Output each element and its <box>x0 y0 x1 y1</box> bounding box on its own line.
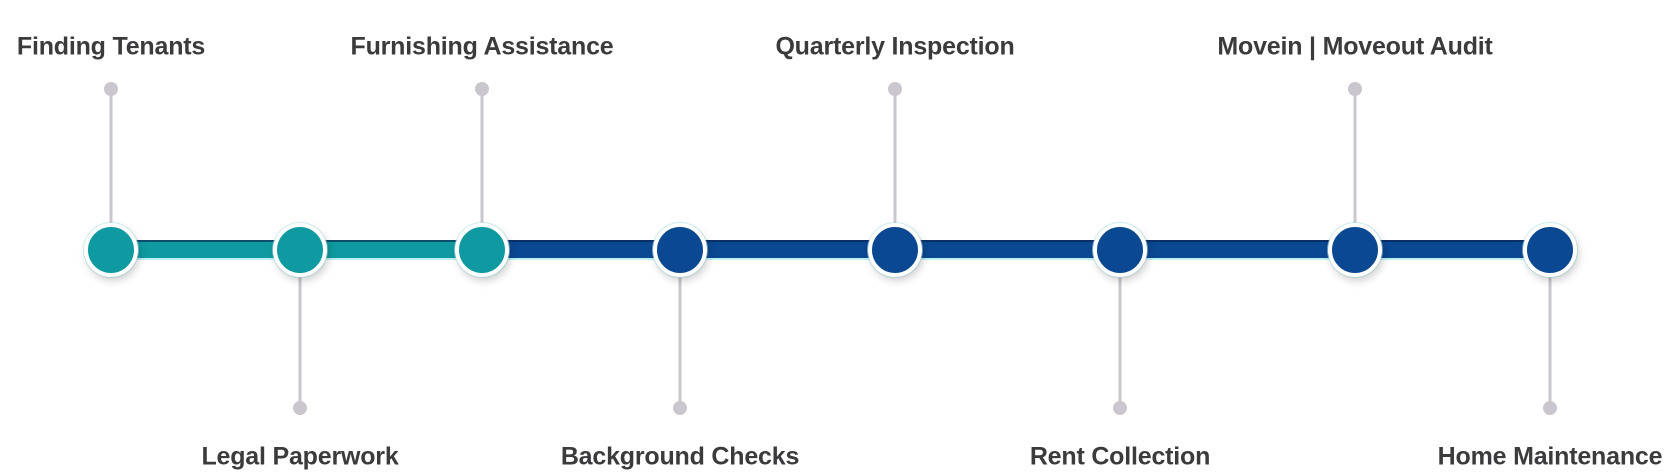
timeline-segment <box>680 240 895 260</box>
connector-stem <box>298 250 302 408</box>
step-label: Home Maintenance <box>1437 442 1663 471</box>
connector-stem <box>1353 89 1357 250</box>
timeline-segment <box>111 240 300 260</box>
step-label: Background Checks <box>560 442 800 471</box>
connector-dot <box>475 82 489 96</box>
step-label: Rent Collection <box>1029 442 1211 471</box>
connector-stem <box>678 250 682 408</box>
step-label: Furnishing Assistance <box>350 32 614 61</box>
timeline-segment <box>1120 240 1355 260</box>
timeline-segment <box>482 240 680 260</box>
timeline-node <box>1328 223 1382 277</box>
step-label: Finding Tenants <box>16 32 206 61</box>
timeline-segment <box>1355 240 1550 260</box>
connector-stem <box>109 89 113 250</box>
step-label: Legal Paperwork <box>201 442 399 471</box>
timeline-node <box>84 223 138 277</box>
connector-stem <box>1118 250 1122 408</box>
connector-stem <box>480 89 484 250</box>
timeline-node <box>1523 223 1577 277</box>
connector-dot <box>673 401 687 415</box>
connector-dot <box>104 82 118 96</box>
timeline-node <box>273 223 327 277</box>
connector-dot <box>1348 82 1362 96</box>
step-label: Quarterly Inspection <box>775 32 1015 61</box>
timeline-segment <box>300 240 482 260</box>
timeline-node <box>653 223 707 277</box>
timeline-node <box>868 223 922 277</box>
connector-dot <box>1113 401 1127 415</box>
timeline-node <box>1093 223 1147 277</box>
timeline-node <box>455 223 509 277</box>
connector-stem <box>893 89 897 250</box>
connector-dot <box>293 401 307 415</box>
connector-dot <box>888 82 902 96</box>
connector-dot <box>1543 401 1557 415</box>
connector-stem <box>1548 250 1552 408</box>
step-label: Movein | Moveout Audit <box>1217 32 1493 61</box>
timeline-segment <box>895 240 1120 260</box>
